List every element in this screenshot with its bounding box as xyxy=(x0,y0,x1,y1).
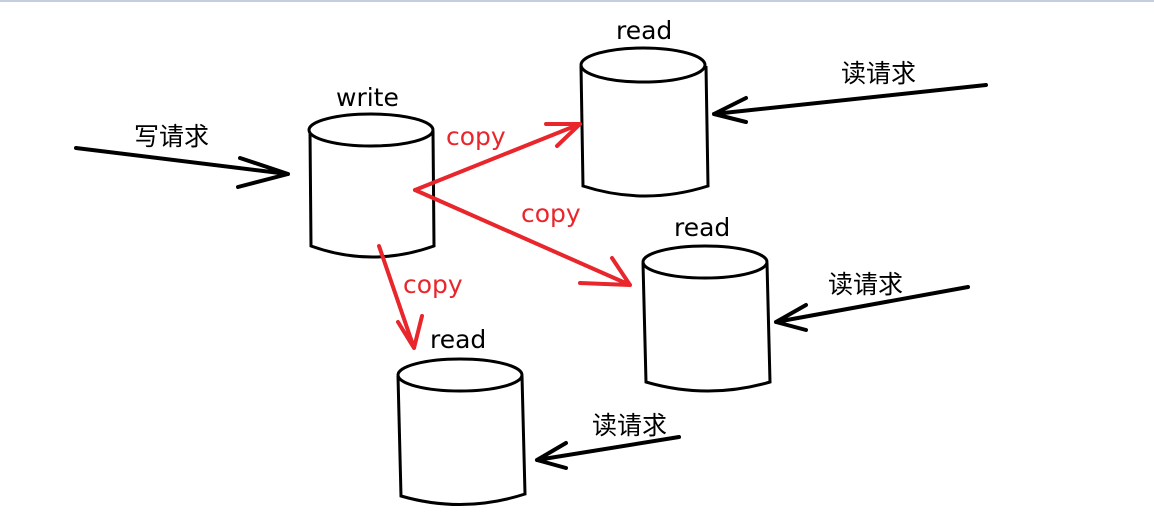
copy-label-top: copy xyxy=(446,122,506,151)
read-label-bottom: read xyxy=(430,325,486,354)
read-request-label-top: 读请求 xyxy=(841,59,916,88)
read-database-cylinder-right xyxy=(641,244,772,393)
read-label-right: read xyxy=(674,213,730,242)
copy-arrow-bottom xyxy=(377,244,424,350)
read-request-label-bottom: 读请求 xyxy=(592,411,667,440)
copy-label-right: copy xyxy=(521,199,581,228)
copy-arrow-right xyxy=(413,188,632,287)
read-database-cylinder-bottom xyxy=(396,357,527,506)
write-request-arrow xyxy=(74,146,290,189)
write-database-cylinder xyxy=(307,112,436,259)
read-database-cylinder-top xyxy=(579,46,710,198)
write-request-label: 写请求 xyxy=(134,122,209,151)
copy-arrow-top xyxy=(413,122,582,192)
copy-label-bottom: copy xyxy=(403,270,463,299)
write-label: write xyxy=(336,83,399,112)
read-label-top: read xyxy=(616,16,672,45)
read-request-arrow-top xyxy=(712,83,988,124)
read-request-arrow-right xyxy=(774,285,970,332)
read-request-arrow-bottom xyxy=(535,435,681,470)
window-top-border xyxy=(0,0,1154,2)
read-request-label-right: 读请求 xyxy=(828,270,903,299)
